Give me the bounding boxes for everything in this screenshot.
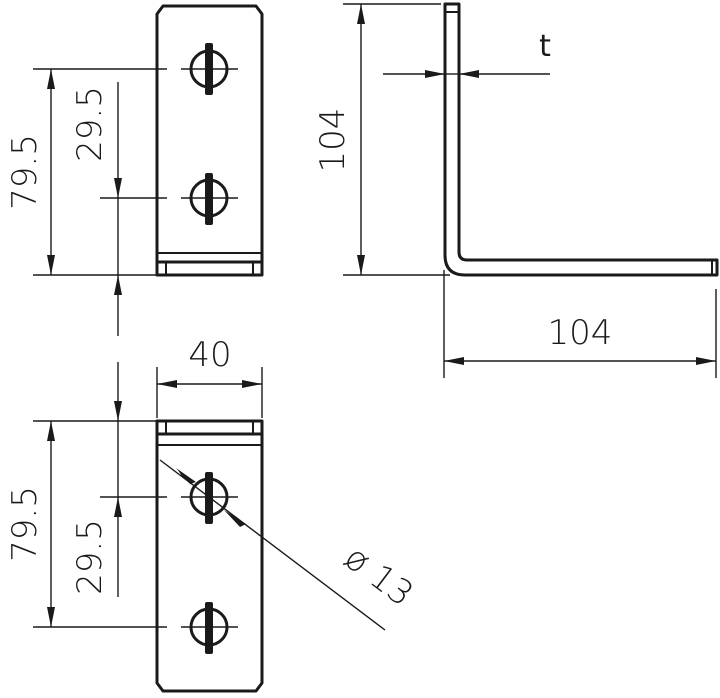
dim-label-104-length: 104 [548, 313, 613, 353]
dim-label-29-5-bottom: 29.5 [70, 519, 110, 595]
bottom-plate-outline [155, 419, 264, 693]
dim-label-104-height: 104 [313, 108, 353, 173]
hole-icon [181, 43, 238, 95]
diameter-leader [159, 459, 386, 631]
hole-icon [181, 602, 238, 654]
hole-icon [181, 173, 238, 225]
bottom-view: 40 79.5 29.5 ø 13 [5, 335, 421, 693]
side-profile-outline [443, 2, 719, 277]
top-plate-outline [155, 4, 264, 277]
side-view: 104 104 t [313, 2, 719, 378]
dim-label-79-5-bottom: 79.5 [5, 486, 45, 562]
dim-label-79-5-top: 79.5 [5, 134, 45, 210]
dim-label-40-width: 40 [188, 335, 231, 375]
dim-label-29-5-top: 29.5 [70, 86, 110, 162]
dim-label-thickness: t [539, 29, 551, 64]
top-view: 79.5 29.5 [5, 4, 264, 336]
